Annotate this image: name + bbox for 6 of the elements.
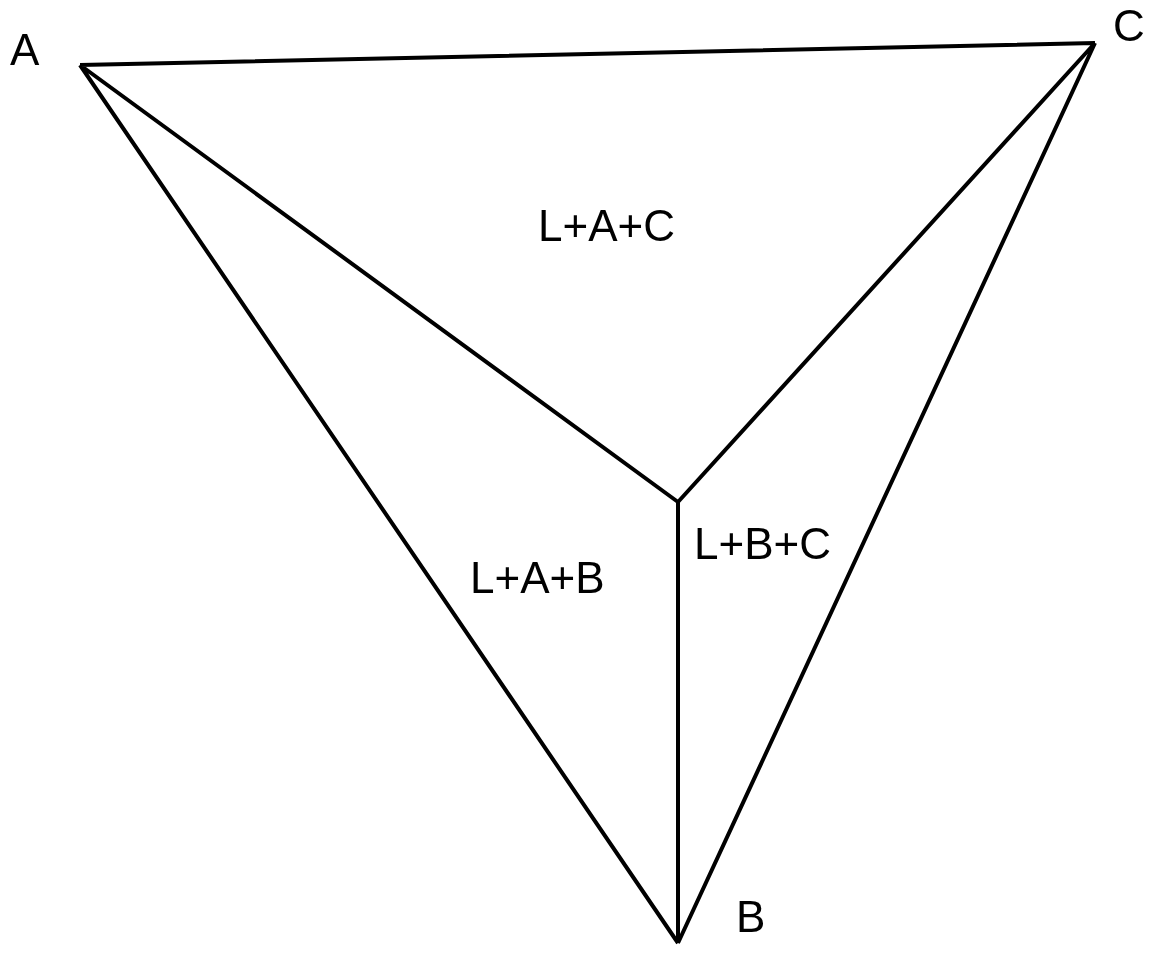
vertex-label: A bbox=[10, 28, 40, 72]
region-label: L+A+B bbox=[470, 556, 605, 600]
region-label: L+B+C bbox=[694, 522, 831, 566]
vertex-label: B bbox=[736, 895, 766, 939]
region-label: L+A+C bbox=[538, 204, 675, 248]
vertex-label: C bbox=[1113, 4, 1145, 48]
